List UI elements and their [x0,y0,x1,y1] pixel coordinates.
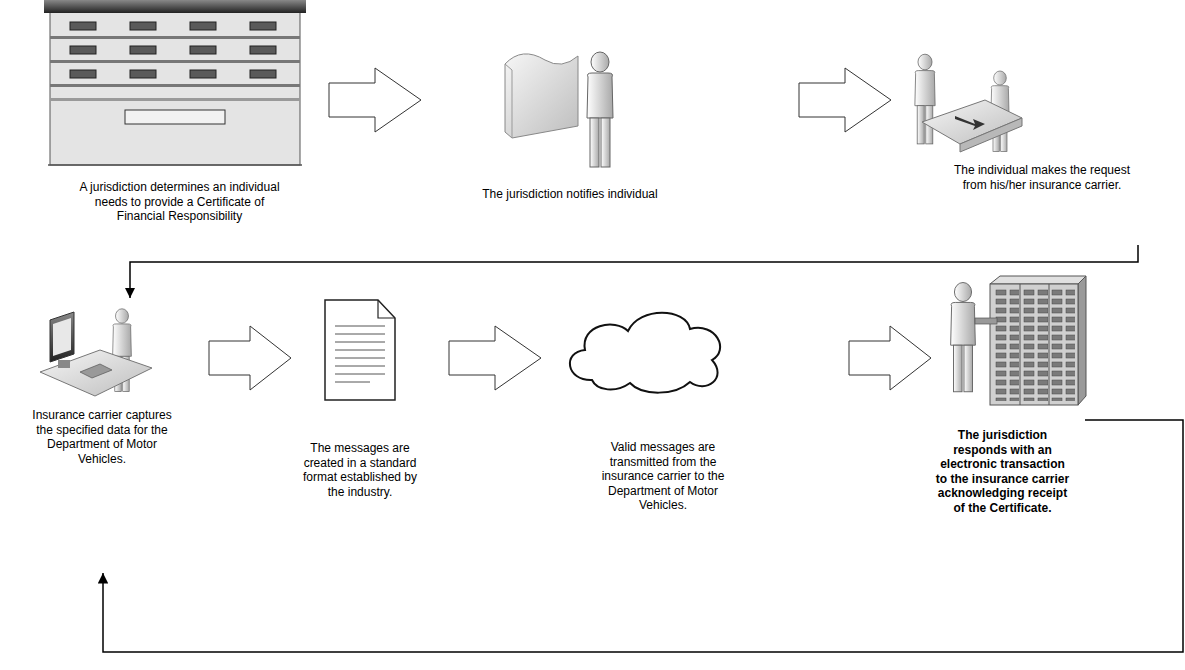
block-arrow [329,68,421,132]
network-cloud [570,313,720,393]
document-icon [335,382,370,383]
step-caption: The jurisdiction responds with an electr… [935,428,1070,515]
building-illustration [70,22,276,78]
building-illustration [130,22,156,30]
counter-illustration [922,100,1022,144]
caption-group: The individual makes the request from hi… [952,163,1132,192]
computer-illustration [50,312,74,362]
notice-illustration [587,52,613,167]
server-illustration [1020,284,1021,405]
step-box: The individual makes the request from hi… [895,0,1140,245]
building-illustration [250,22,276,30]
server-illustration [990,276,1086,284]
building-illustration [48,164,302,166]
building-illustration [190,70,216,78]
connector-group [103,68,1183,652]
building-illustration [70,22,96,30]
server-illustration [993,288,1019,401]
step-caption: The jurisdiction notifies individual [460,187,680,202]
building-illustration [50,12,300,165]
document-icon [325,300,395,400]
building-illustration [50,36,300,39]
building-illustration [50,60,300,63]
step-caption: A jurisdiction determines an individual … [72,180,287,224]
computer-illustration [40,309,152,396]
building-illustration [125,110,225,124]
building-illustration [44,0,306,13]
counter-illustration [955,116,985,130]
step-caption: The individual makes the request from hi… [952,163,1132,192]
step-box: The jurisdiction notifies individual [425,0,795,228]
step-box: Valid messages are transmitted from the … [545,298,845,548]
server-illustration [1022,288,1048,401]
counter-illustration [915,54,1022,152]
network-cloud [570,313,720,393]
server-illustration [951,283,976,392]
building-illustration [190,46,216,54]
building-illustration [130,46,156,54]
building-illustration [250,70,276,78]
block-arrow [849,326,931,390]
block-arrow [799,68,891,132]
document-icon [335,358,385,359]
building-illustration [50,84,300,87]
building-illustration [70,46,96,54]
document-icon [325,300,395,400]
building-illustration [50,98,300,101]
server-illustration [1049,284,1050,405]
computer-illustration [58,360,70,368]
document-icon [378,300,395,318]
step-box: The messages are created in a standard f… [295,298,445,498]
step-box: A jurisdiction determines an individual … [35,0,325,228]
server-illustration [990,284,1078,405]
caption-group: The messages are created in a standard f… [295,441,425,499]
building-illustration [130,70,156,78]
notice-illustration [505,64,512,138]
step-caption: Insurance carrier captures the specified… [27,408,177,466]
building-illustration [250,46,276,54]
server-illustration [951,276,1086,405]
step-caption: The messages are created in a standard f… [295,441,425,499]
building-illustration [70,70,96,78]
document-icon [335,326,385,327]
server-illustration [1078,276,1086,405]
computer-illustration [80,364,112,378]
flow-connector [130,245,1138,298]
building-illustration [44,0,306,165]
caption-group: Valid messages are transmitted from the … [593,440,733,513]
document-icon [335,374,385,375]
building-illustration [190,22,216,30]
document-icon [335,326,385,382]
server-illustration [1051,288,1075,401]
step-caption: Valid messages are transmitted from the … [593,440,733,513]
document-icon [335,342,385,343]
notice-illustration [505,52,613,167]
caption-group: The jurisdiction notifies individual [460,187,680,202]
notice-illustration [505,54,578,138]
document-icon [335,366,385,367]
document-icon [335,334,385,335]
computer-illustration [53,318,71,356]
caption-group: Insurance carrier captures the specified… [27,408,177,466]
step-box: The jurisdiction responds with an electr… [935,275,1085,540]
block-arrow [449,326,541,390]
step-box: Insurance carrier captures the specified… [20,298,205,573]
document-icon [335,350,385,351]
counter-illustration [915,54,935,144]
caption-group: The jurisdiction responds with an electr… [935,428,1070,515]
block-arrow [209,326,291,390]
caption-group: A jurisdiction determines an individual … [72,180,287,224]
flow-connector [103,420,1183,652]
server-illustration [975,318,997,324]
